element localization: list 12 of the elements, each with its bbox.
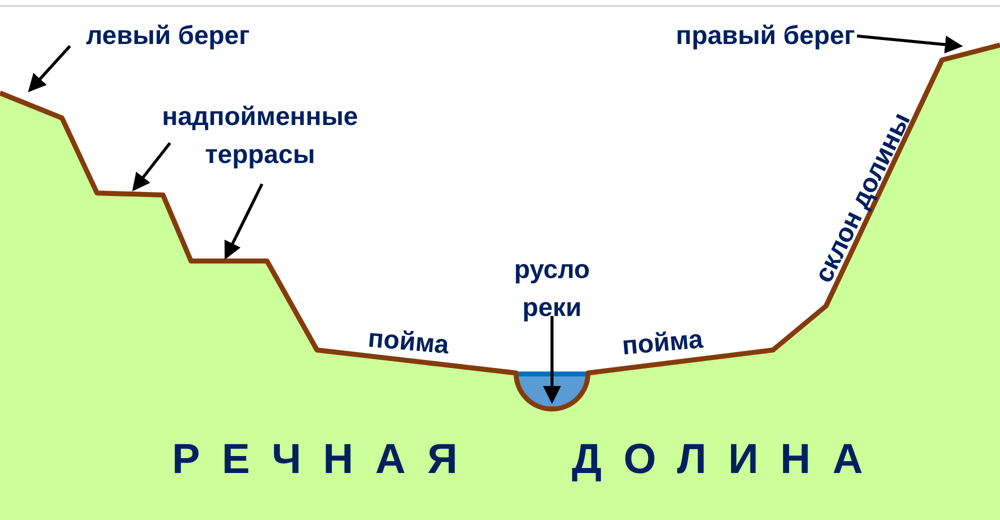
- leader-arrow: [224, 183, 264, 260]
- leader-arrow: [856, 34, 963, 54]
- valley-title: РЕЧНАЯ ДОЛИНА: [172, 434, 885, 484]
- part-label: пойма: [366, 322, 450, 362]
- callout-text: надпойменные террасы: [160, 100, 359, 171]
- leader-arrow: [132, 142, 172, 192]
- callout-text: правый берег: [674, 19, 855, 52]
- leader-arrow: [28, 45, 72, 92]
- leader-arrow: [543, 316, 561, 404]
- part-label: пойма: [620, 322, 704, 362]
- callout-text: русло реки: [513, 253, 591, 324]
- callout-text: левый берег: [86, 19, 251, 52]
